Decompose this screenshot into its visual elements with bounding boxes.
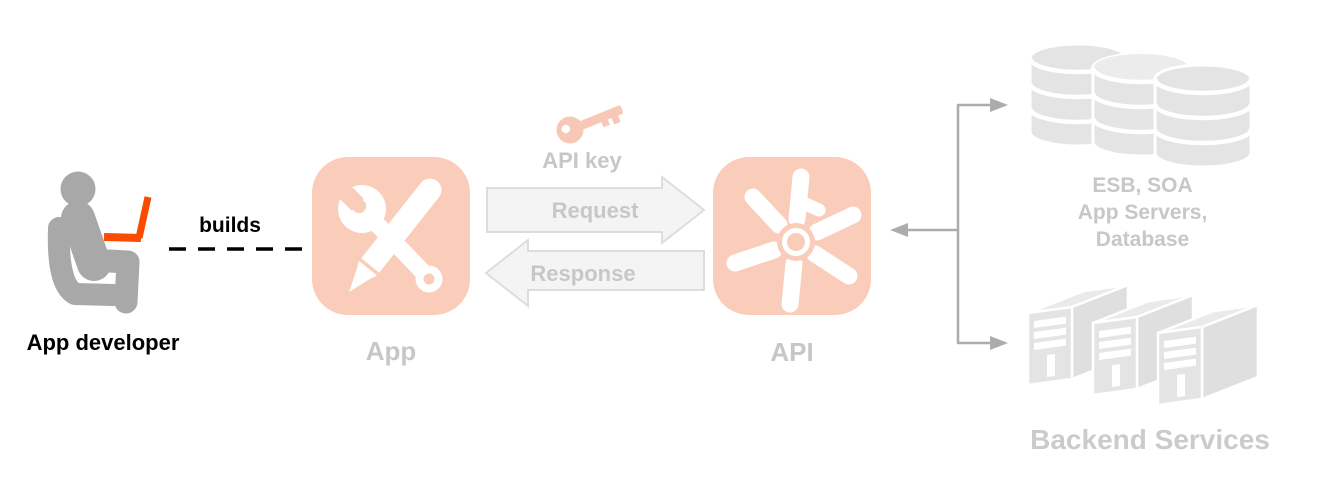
arrowhead-to-servers <box>990 336 1008 350</box>
app-label: App <box>365 336 417 366</box>
request-arrow-icon <box>486 175 706 245</box>
builds-dashed-line <box>169 247 311 251</box>
pencil-icon <box>349 178 442 292</box>
request-label: Request <box>551 198 639 223</box>
esb-soa-label: ESB, SOA App Servers, Database <box>1035 172 1250 253</box>
arrowhead-to-api <box>890 223 908 237</box>
esb-label-line3: Database <box>1095 228 1190 251</box>
backend-services-label: Backend Services <box>1030 424 1270 455</box>
builds-label: builds <box>199 214 261 237</box>
app-developer-label: App developer <box>26 330 180 355</box>
gear-icon <box>726 168 862 313</box>
server-icon <box>1026 283 1260 407</box>
arrowhead-to-database <box>990 98 1008 112</box>
wrench-icon <box>327 174 443 293</box>
response-label: Response <box>530 261 636 286</box>
esb-label-line2: App Servers, <box>1077 201 1208 224</box>
app-developer-icon <box>47 171 152 314</box>
database-icon <box>1027 42 1254 169</box>
api-key-label: API key <box>542 148 622 173</box>
api-label: API <box>770 337 814 367</box>
esb-label-line1: ESB, SOA <box>1092 174 1193 197</box>
response-arrow-icon <box>484 237 705 309</box>
app-icon <box>312 157 470 315</box>
laptop-icon <box>103 196 152 242</box>
api-icon <box>713 157 871 315</box>
api-key-icon <box>556 105 624 144</box>
connector-arrows-icon <box>890 98 1008 350</box>
